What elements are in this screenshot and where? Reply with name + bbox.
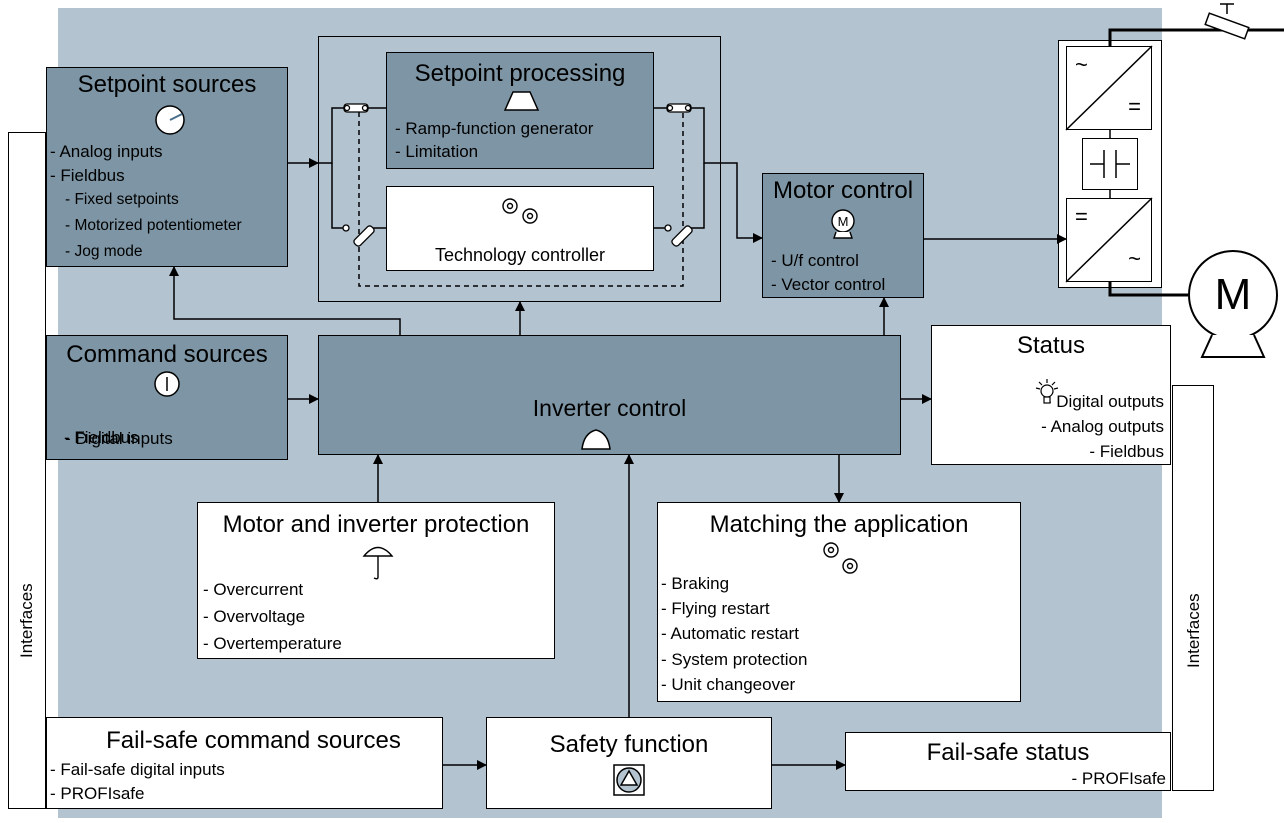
setpoint-sources-box: Setpoint sources - Analog inputs - Field… — [46, 67, 288, 267]
status-item: - Digital outputs — [1045, 392, 1164, 411]
motor-control-title: Motor control — [772, 177, 914, 204]
safety-function-title: Safety function — [549, 731, 709, 758]
motor-icon: M — [831, 209, 855, 239]
fail-safe-status-title: Fail-safe status — [926, 739, 1090, 766]
matching-item: - Braking — [661, 574, 730, 593]
fail-safe-command-box: Fail-safe command sources - Fail-safe di… — [46, 717, 443, 809]
interfaces-right-bar: Interfaces — [1172, 385, 1214, 791]
setpoint-sources-title: Setpoint sources — [77, 71, 257, 98]
setpoint-sources-item: - Analog inputs — [50, 142, 163, 161]
inverter-control-icon — [581, 429, 611, 450]
fail-safe-command-item: - PROFIsafe — [50, 784, 145, 803]
technology-controller-box: Technology controller — [386, 186, 654, 271]
motor-feet — [1200, 334, 1266, 358]
svg-text:M: M — [838, 214, 849, 229]
interfaces-left-bar: Interfaces — [8, 132, 46, 809]
fail-safe-command-title: Fail-safe command sources — [106, 727, 401, 754]
technology-controller-title: Technology controller — [434, 245, 606, 265]
mains-switch-icon — [1204, 3, 1250, 40]
setpoint-sources-item: - Fieldbus — [50, 166, 125, 185]
setpoint-sources-subitem: - Fixed setpoints — [65, 191, 179, 208]
inverter-dc-symbol: = — [1075, 204, 1088, 229]
status-title: Status — [1016, 332, 1086, 359]
safety-icon — [613, 764, 645, 796]
command-sources-item: - Digital inputs — [65, 429, 173, 448]
command-sources-box: Command sources - Digital inputs - Field… — [46, 335, 288, 460]
setpoint-sources-subitem: - Motorized potentiometer — [65, 217, 242, 234]
inverter-control-title: Inverter control — [532, 395, 687, 421]
setpoint-processing-item: - Ramp-function generator — [395, 119, 594, 138]
protection-item: - Overcurrent — [203, 580, 304, 599]
status-item: - Analog outputs — [1041, 417, 1164, 436]
matching-item: - Automatic restart — [661, 624, 799, 643]
rectifier-ac-symbol: ~ — [1075, 52, 1088, 77]
motor-symbol: M — [1188, 250, 1278, 340]
setpoint-sources-subitem: - Jog mode — [65, 243, 143, 260]
power-switch-icon — [154, 371, 180, 397]
matching-title: Matching the application — [709, 511, 969, 538]
setpoint-processing-item: - Limitation — [395, 142, 479, 161]
gauge-icon — [155, 105, 185, 135]
lightbulb-icon — [1035, 379, 1059, 404]
gears-icon — [502, 198, 538, 224]
fail-safe-command-item: - Fail-safe digital inputs — [50, 760, 225, 779]
protection-item: - Overvoltage — [203, 607, 306, 626]
umbrella-icon — [362, 546, 394, 580]
matching-item: - System protection — [661, 650, 808, 669]
matching-box: Matching the application - Braking - Fly… — [657, 502, 1021, 702]
inverter-ac-symbol: ~ — [1128, 246, 1141, 271]
matching-item: - Unit changeover — [661, 675, 796, 694]
ramp-icon — [503, 91, 540, 111]
matching-item: - Flying restart — [661, 599, 770, 618]
fail-safe-status-item: - PROFIsafe — [1071, 769, 1166, 788]
protection-title: Motor and inverter protection — [222, 511, 530, 538]
fail-safe-status-box: Fail-safe status - PROFIsafe — [845, 732, 1171, 791]
motor-control-box: Motor control - U/f control - Vector con… — [762, 173, 924, 298]
setpoint-processing-title: Setpoint processing — [414, 60, 626, 87]
command-sources-title: Command sources — [66, 341, 268, 368]
protection-item: - Overtemperature — [203, 634, 342, 653]
switch-icon — [342, 103, 693, 247]
motor-control-item: - Vector control — [771, 275, 886, 294]
command-sources-item: - Fieldbus — [64, 428, 139, 447]
inverter-control-box: Inverter control — [318, 335, 901, 455]
motor-control-item: - U/f control — [771, 251, 859, 270]
status-item: - Fieldbus — [1089, 442, 1164, 461]
setpoint-processing-box: Setpoint processing - Ramp-function gene… — [386, 52, 654, 169]
motor-label: M — [1214, 270, 1252, 319]
protection-box: Motor and inverter protection - Overcurr… — [197, 502, 555, 659]
rectifier-dc-symbol: = — [1128, 94, 1141, 119]
gears-icon — [823, 542, 858, 574]
